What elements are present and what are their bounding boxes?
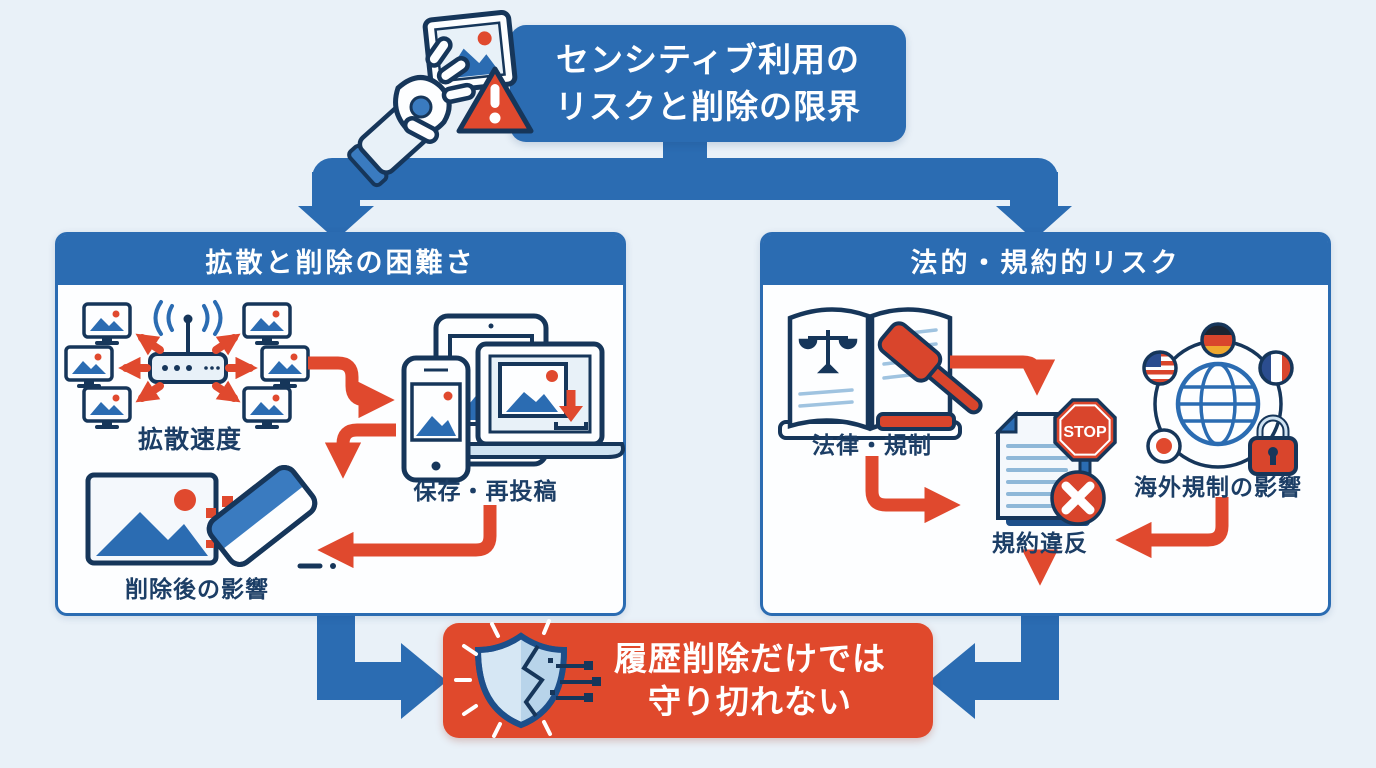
conclusion-line2: 守り切れない — [648, 682, 852, 720]
right-panel-title: 法的・規約的リスク — [763, 235, 1328, 285]
robot-fingers — [402, 36, 476, 144]
label-spread-speed: 拡散速度 — [137, 426, 242, 454]
main-title-line2: リスクと削除の限界 — [555, 87, 861, 125]
left-panel-title: 拡散と削除の困難さ — [58, 235, 623, 285]
right-panel: 法的・規約的リスク — [760, 232, 1331, 616]
label-terms-violation: 規約違反 — [992, 530, 1088, 556]
label-overseas-regulation: 海外規制の影響 — [1134, 474, 1302, 500]
photo-icon — [422, 10, 518, 94]
label-law-regulation: 法律・規制 — [812, 432, 932, 458]
robot-palm — [393, 75, 452, 137]
robot-hand-photo-warning-icon — [347, 10, 534, 188]
bottom-right-arrow — [1021, 606, 1059, 700]
conclusion-text: 履歴削除だけでは 守り切れない — [570, 623, 930, 738]
main-title-line1: センシティブ利用の — [555, 40, 861, 78]
label-after-delete: 削除後の影響 — [125, 576, 269, 602]
bottom-left-arrow — [317, 606, 355, 700]
conclusion-line1: 履歴削除だけでは — [614, 639, 886, 677]
label-save-repost: 保存・再投稿 — [413, 478, 558, 504]
robot-arm-icon — [347, 100, 434, 188]
branch-bar — [312, 158, 1058, 200]
main-title: センシティブ利用の リスクと削除の限界 — [510, 25, 906, 142]
